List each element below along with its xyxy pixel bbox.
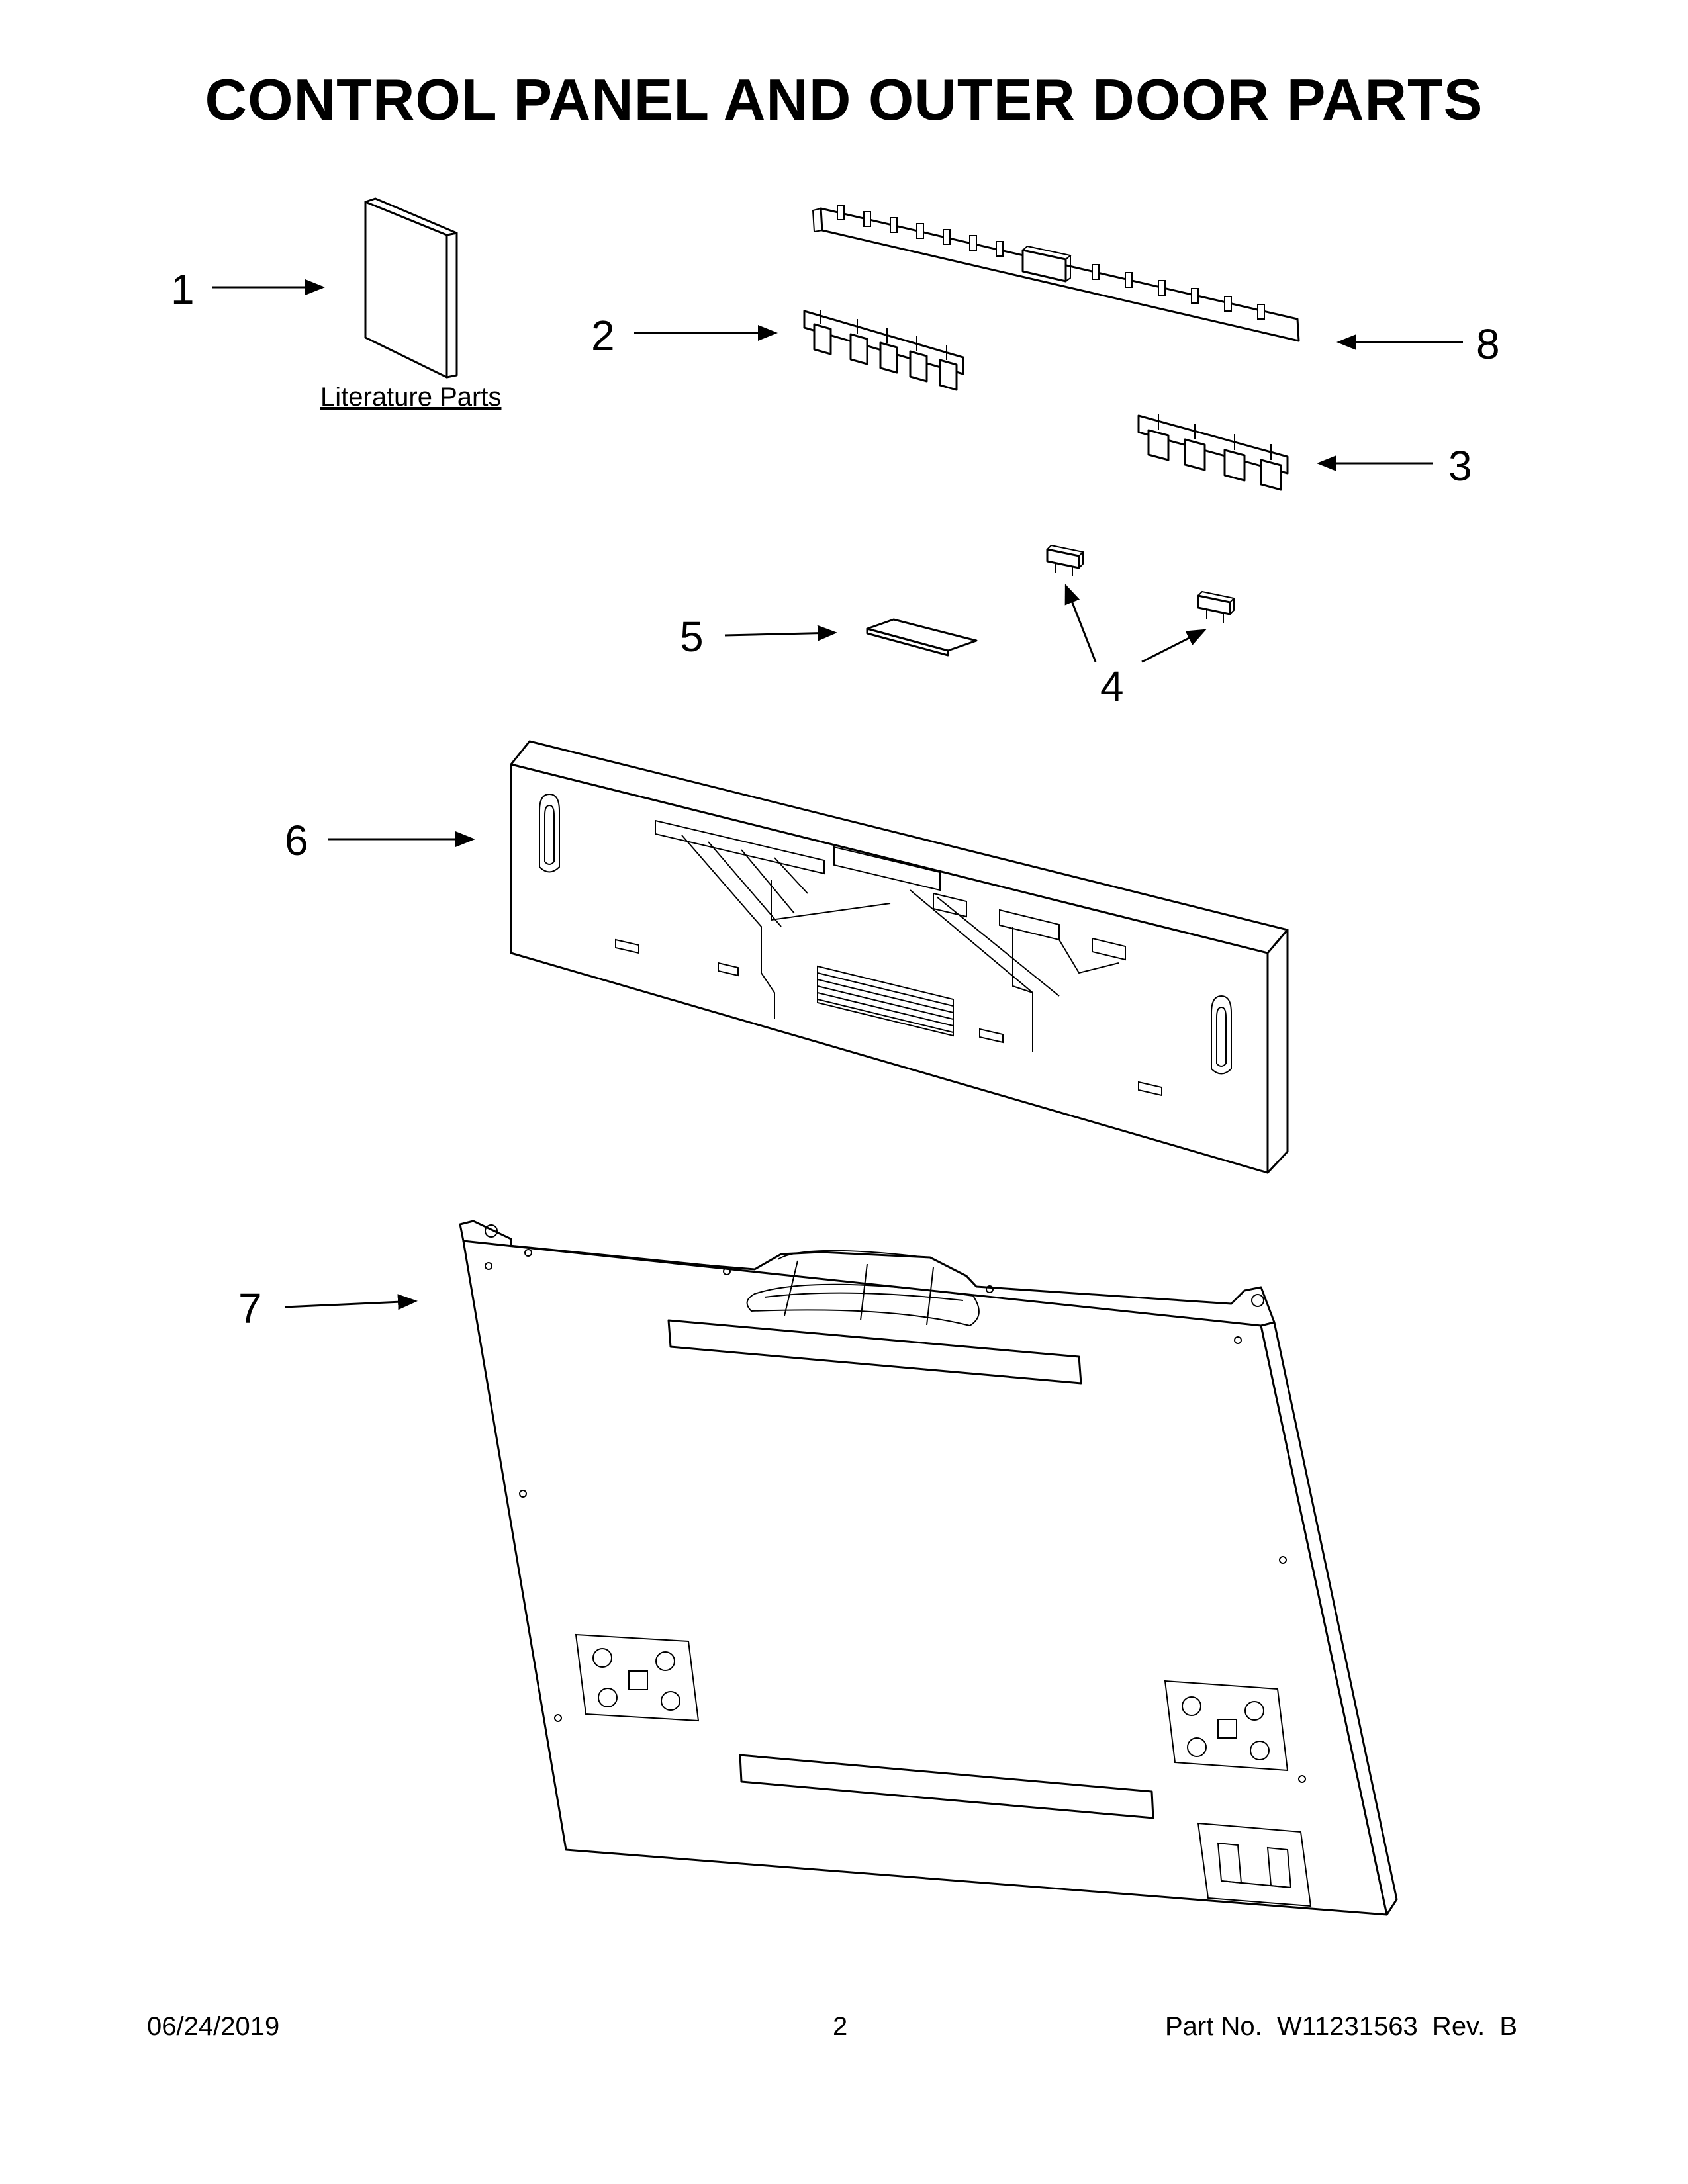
- control-panel-part: [510, 740, 1289, 1174]
- board-buttons: [837, 205, 1265, 320]
- footer-date: 06/24/2019: [147, 2012, 280, 2041]
- callout-4: 4: [1100, 662, 1124, 710]
- arrow-5: [724, 625, 837, 641]
- door-handle-recess: [746, 1250, 980, 1327]
- door-slot-upper: [667, 1319, 1082, 1385]
- door-hinge-bracket-left: [575, 1633, 700, 1722]
- arrow-7: [284, 1294, 418, 1310]
- callout-1: 1: [171, 265, 195, 313]
- arrow-4b: [1141, 629, 1207, 663]
- button-bracket-right-part: [1137, 414, 1289, 491]
- clip-part-b: [1197, 590, 1236, 623]
- literature-parts-link[interactable]: Literature Parts: [320, 383, 502, 412]
- outer-door-part: [459, 1220, 1398, 1916]
- callout-6: 6: [285, 817, 308, 864]
- button-bracket-left-part: [803, 310, 964, 391]
- leader-arrows: [212, 279, 1463, 1310]
- footer-part-number: Part No. W11231563 Rev. B: [1165, 2012, 1518, 2041]
- door-hinge-bracket-right: [1164, 1680, 1289, 1772]
- control-board-part: [812, 205, 1300, 342]
- callout-3: 3: [1448, 442, 1472, 490]
- callout-2: 2: [591, 312, 615, 359]
- callout-5: 5: [680, 613, 704, 660]
- callout-7: 7: [238, 1285, 262, 1332]
- clip-part-a: [1046, 544, 1085, 576]
- footer-page-number: 2: [833, 2012, 848, 2041]
- pad-part: [866, 618, 978, 657]
- door-latch-bracket: [1197, 1822, 1312, 1907]
- literature-booklet-part: [364, 197, 458, 379]
- callout-8: 8: [1476, 320, 1500, 368]
- door-slot-lower: [739, 1754, 1154, 1819]
- arrow-4a: [1064, 584, 1097, 662]
- vent-grille: [817, 965, 954, 1037]
- page-title: CONTROL PANEL AND OUTER DOOR PARTS: [205, 67, 1483, 132]
